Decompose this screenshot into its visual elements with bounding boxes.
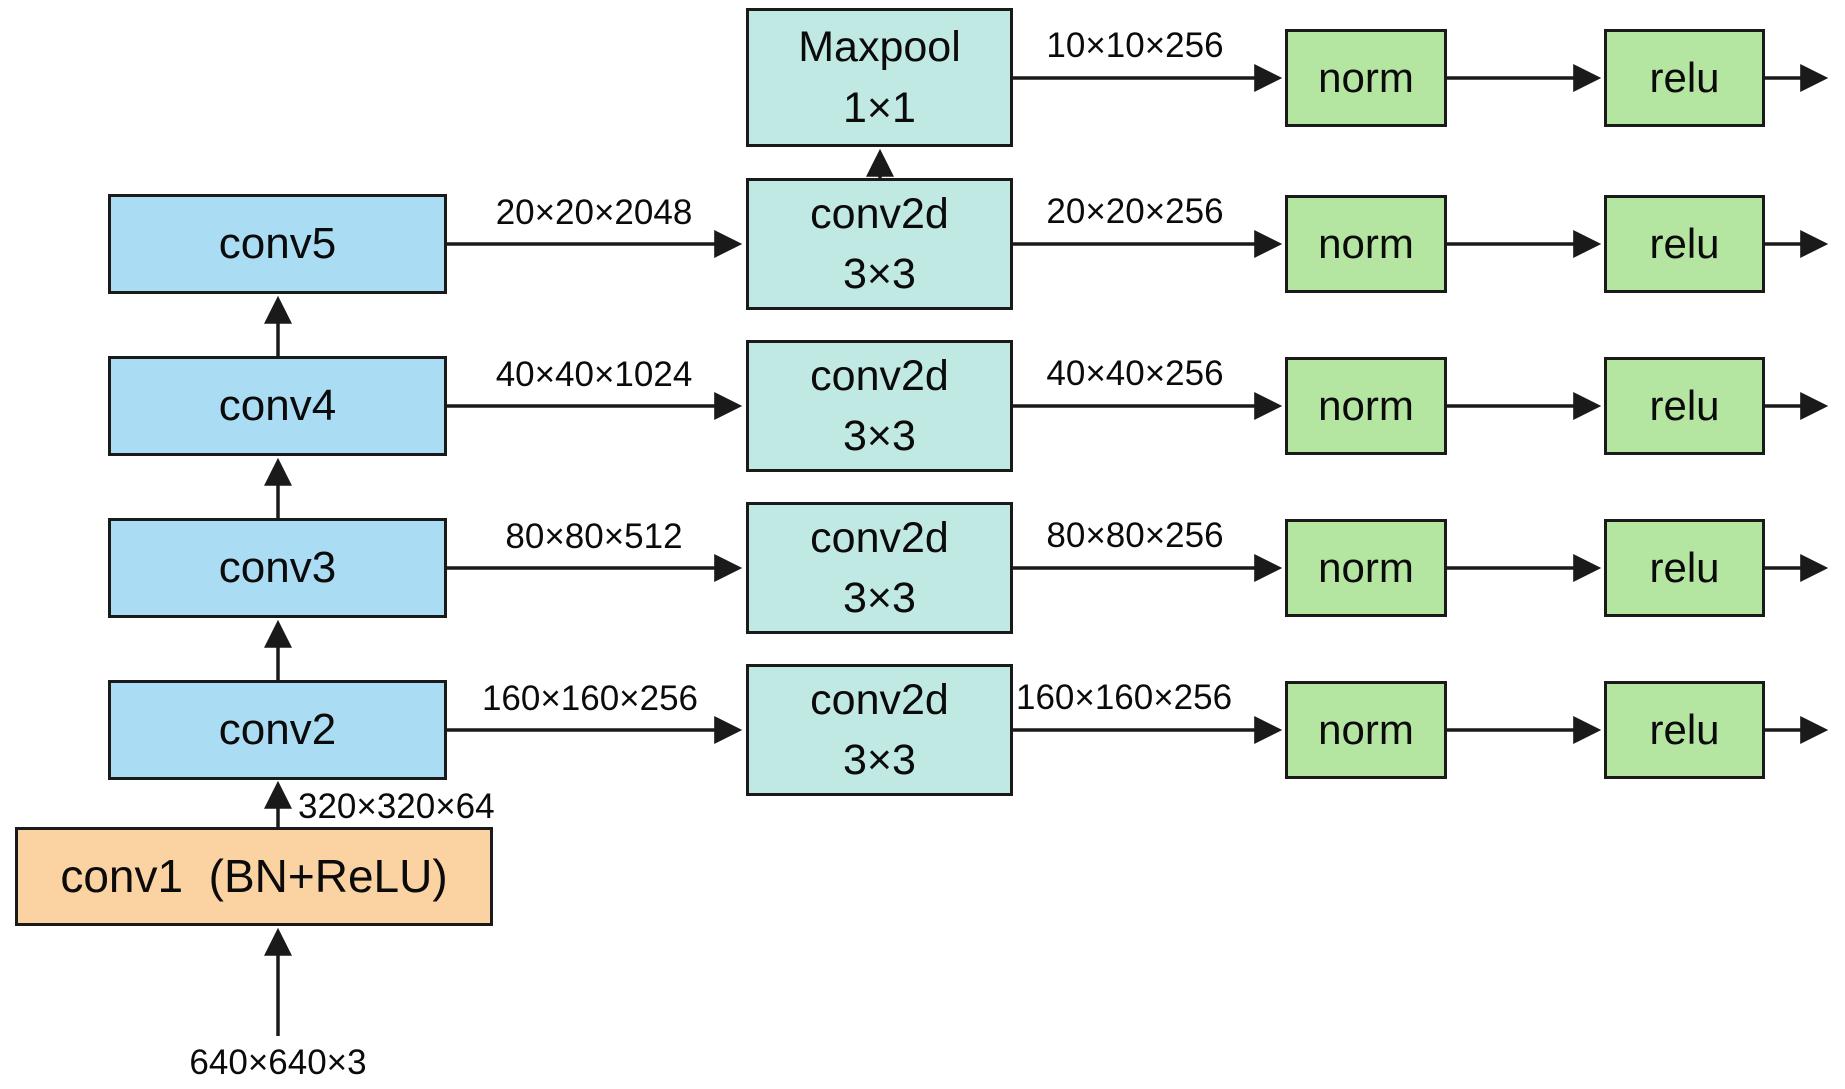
conv1-box: conv1 (BN+ReLU) (15, 827, 493, 926)
norm-box-r1: norm (1285, 29, 1447, 127)
norm-box-r2: norm (1285, 195, 1447, 293)
dim-label-input: 640×640×3 (189, 1043, 367, 1082)
conv4-label: conv4 (218, 381, 337, 431)
relu-box-r4: relu (1604, 519, 1765, 617)
conv4-box: conv4 (108, 356, 447, 456)
conv2d-box-r3: conv2d 3×3 (746, 340, 1013, 472)
dim-label-p4-in: 40×40×1024 (495, 355, 693, 394)
norm-label: norm (1318, 543, 1414, 591)
relu-label: relu (1649, 543, 1720, 591)
dim-label-p5-out: 20×20×256 (1046, 192, 1224, 231)
relu-box-r3: relu (1604, 357, 1765, 455)
relu-label: relu (1649, 381, 1720, 429)
dim-label-conv1-out: 320×320×64 (298, 787, 495, 826)
dim-label-p3-in: 80×80×512 (505, 517, 683, 556)
conv3-label: conv3 (218, 543, 337, 593)
conv2d-label-line1: conv2d (810, 675, 949, 724)
norm-box-r4: norm (1285, 519, 1447, 617)
norm-label: norm (1318, 381, 1414, 429)
conv2d-label-line2: 3×3 (843, 412, 916, 460)
conv2d-label-line1: conv2d (810, 513, 949, 562)
norm-label: norm (1318, 53, 1414, 101)
conv3-box: conv3 (108, 518, 447, 618)
conv5-box: conv5 (108, 194, 447, 294)
dim-label-p2-out: 160×160×256 (1016, 678, 1233, 717)
norm-label: norm (1318, 219, 1414, 267)
conv2d-label-line1: conv2d (810, 189, 949, 238)
conv2d-box-r2: conv2d 3×3 (746, 178, 1013, 310)
dim-label-p6-out: 10×10×256 (1046, 26, 1224, 65)
conv5-label: conv5 (218, 219, 337, 269)
relu-label: relu (1649, 219, 1720, 267)
maxpool-label-line1: Maxpool (798, 23, 961, 72)
conv2d-label-line2: 3×3 (843, 574, 916, 622)
conv2d-label-line1: conv2d (810, 351, 949, 400)
norm-box-r3: norm (1285, 357, 1447, 455)
conv2d-box-r5: conv2d 3×3 (746, 664, 1013, 796)
conv2d-label-line2: 3×3 (843, 736, 916, 784)
norm-box-r5: norm (1285, 681, 1447, 779)
maxpool-box: Maxpool 1×1 (746, 8, 1013, 147)
maxpool-label-line2: 1×1 (843, 83, 916, 132)
relu-box-r5: relu (1604, 681, 1765, 779)
dim-label-p5-in: 20×20×2048 (495, 193, 693, 232)
dim-label-p4-out: 40×40×256 (1046, 354, 1224, 393)
conv2-box: conv2 (108, 680, 447, 780)
relu-box-r2: relu (1604, 195, 1765, 293)
norm-label: norm (1318, 705, 1414, 753)
conv2-label: conv2 (218, 705, 337, 755)
conv2d-label-line2: 3×3 (843, 250, 916, 298)
dim-label-p3-out: 80×80×256 (1046, 516, 1224, 555)
relu-box-r1: relu (1604, 29, 1765, 127)
conv1-label: conv1 (BN+ReLU) (60, 849, 448, 902)
conv2d-box-r4: conv2d 3×3 (746, 502, 1013, 634)
relu-label: relu (1649, 53, 1720, 101)
relu-label: relu (1649, 705, 1720, 753)
dim-label-p2-in: 160×160×256 (481, 679, 699, 718)
